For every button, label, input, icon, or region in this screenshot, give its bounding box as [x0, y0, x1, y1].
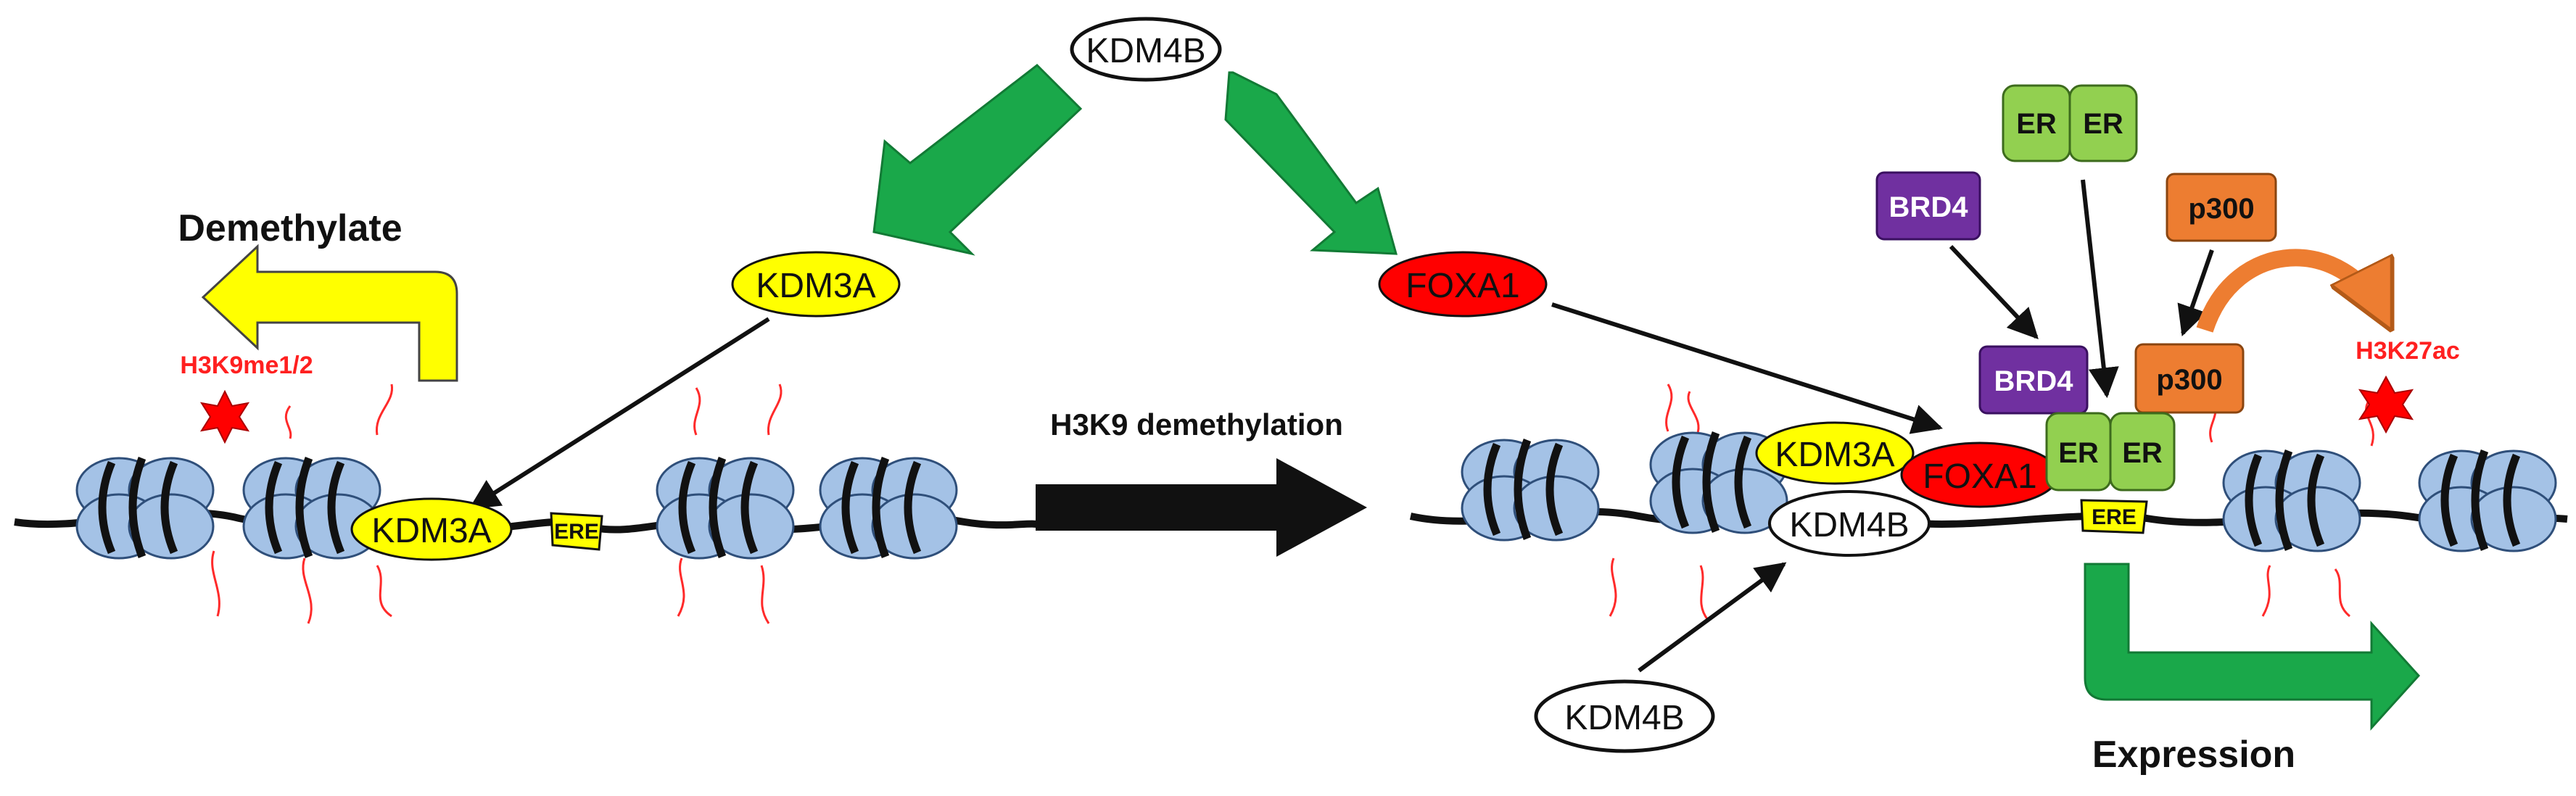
brd4-bound-label: BRD4 — [1994, 365, 2074, 397]
kdm4b-bottom-label: KDM4B — [1564, 699, 1684, 737]
dna-strand-right — [1409, 507, 2568, 528]
kdm3a-right-label: KDM3A — [1775, 436, 1894, 474]
kdm4b-right-label: KDM4B — [1789, 506, 1909, 544]
h3k27ac-label: H3K27ac — [2356, 337, 2460, 365]
p300-top-label: p300 — [2188, 193, 2254, 225]
green-arrow-to-foxa1 — [1224, 71, 1398, 255]
kdm4b-top-node: KDM4B — [1070, 17, 1222, 82]
p300-bound-node: p300 — [2134, 343, 2245, 414]
arrow-kdm3a-to-chromatin — [468, 317, 770, 510]
nucleosome-left-1 — [77, 458, 213, 558]
arrow-er-to-chromatin — [2081, 179, 2119, 399]
demethylate-arrow — [201, 244, 458, 382]
green-arrow-to-kdm3a — [872, 64, 1083, 256]
acetylation-arrow — [2196, 249, 2386, 330]
brd4-top-label: BRD4 — [1889, 191, 1969, 223]
ere-right-box: ERE — [2080, 499, 2148, 534]
nucleosome-right-1 — [1462, 440, 1598, 540]
arrow-kdm4b-to-chromatin — [1638, 562, 1787, 673]
nucleosome-left-4 — [820, 458, 957, 558]
h3k9-demethylation-arrow — [1036, 458, 1367, 557]
h3k9-demethylation-label: H3K9 demethylation — [1050, 407, 1343, 441]
histone-tails-left — [211, 384, 783, 624]
kdm3a-right-node: KDM3A — [1755, 421, 1915, 485]
histone-tails-right — [1609, 384, 2374, 621]
er-top-1-label: ER — [2016, 108, 2057, 140]
expression-arrow — [2084, 563, 2421, 731]
h3k27ac-star — [2358, 375, 2414, 434]
er-top-2-label: ER — [2083, 108, 2123, 140]
foxa1-right-node: FOXA1 — [1900, 441, 2060, 508]
nucleosome-right-4 — [2419, 451, 2556, 551]
kdm3a-left-label: KDM3A — [371, 512, 491, 550]
foxa1-mid-node: FOXA1 — [1378, 251, 1548, 318]
er-dimer-bound: ER ER — [2045, 412, 2176, 492]
brd4-top-node: BRD4 — [1875, 171, 1981, 241]
ere-left-label: ERE — [554, 520, 599, 544]
foxa1-mid-label: FOXA1 — [1405, 267, 1519, 305]
foxa1-right-label: FOXA1 — [1923, 457, 2036, 496]
er-bound-1-label: ER — [2058, 437, 2099, 469]
demethylate-label: Demethylate — [178, 207, 402, 249]
p300-top-node: p300 — [2166, 173, 2277, 242]
ere-left-box: ERE — [550, 512, 603, 551]
kdm3a-left-node: KDM3A — [350, 497, 513, 561]
arrow-brd4-to-chromatin — [1949, 244, 2039, 340]
nucleosome-right-3 — [2224, 451, 2360, 551]
kdm4b-bottom-node: KDM4B — [1534, 679, 1715, 753]
p300-bound-label: p300 — [2156, 364, 2222, 396]
h3k9me-star — [199, 389, 250, 444]
er-bound-2-label: ER — [2122, 437, 2163, 469]
brd4-bound-node: BRD4 — [1978, 345, 2089, 415]
kdm4b-top-label: KDM4B — [1086, 32, 1205, 70]
arrow-foxa1-to-chromatin — [1551, 302, 1944, 434]
expression-label: Expression — [2092, 734, 2295, 776]
ere-right-label: ERE — [2092, 505, 2137, 529]
kdm4b-right-node: KDM4B — [1768, 490, 1931, 557]
arrow-p300-to-chromatin — [2177, 249, 2214, 336]
h3k9me-label: H3K9me1/2 — [180, 352, 313, 379]
kdm3a-mid-label: KDM3A — [756, 267, 875, 305]
nucleosome-left-3 — [657, 458, 793, 558]
kdm3a-mid-node: KDM3A — [731, 251, 901, 318]
er-dimer-top: ER ER — [2002, 84, 2138, 162]
